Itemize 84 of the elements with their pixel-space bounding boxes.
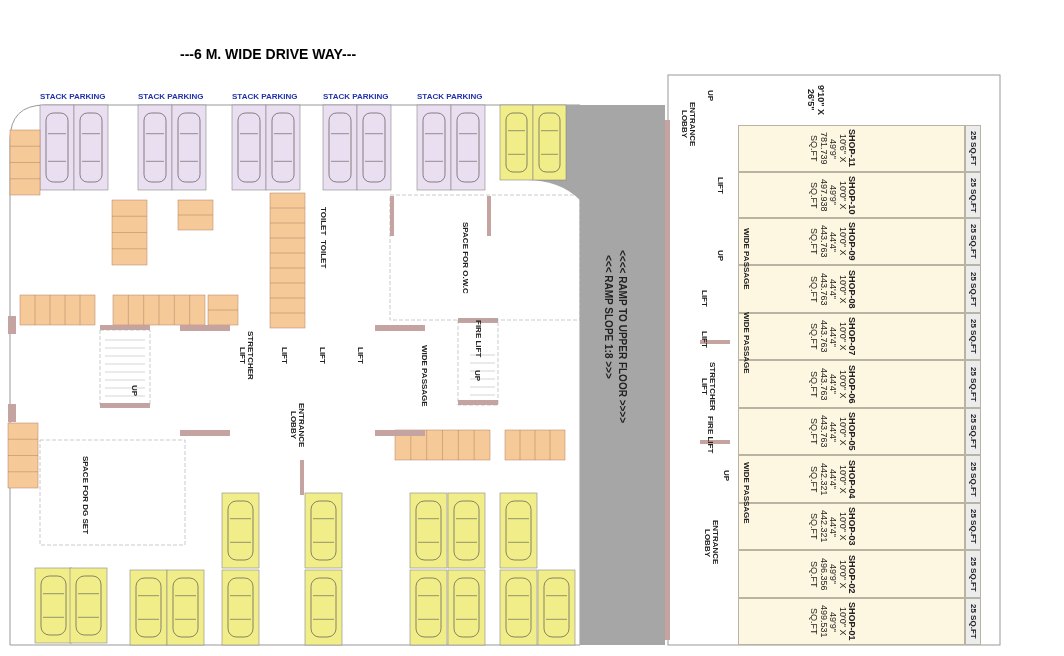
ramp-label: <<< RAMP SLOPE 1:8 >>> <box>603 255 614 379</box>
room-label: FIRE LIFT <box>705 416 715 454</box>
shop-unit <box>738 408 965 455</box>
ramp-label: <<<< RAMP TO UPPER FLOOR >>>> <box>617 250 628 424</box>
room-label: LIFT <box>279 345 289 366</box>
room-label: FIRE LIFT <box>473 320 483 358</box>
shop-frontage <box>965 172 981 218</box>
passage-label: WIDE PASSAGE <box>742 312 751 374</box>
stack-parking-label: STACK PARKING <box>232 92 298 101</box>
shop-area-text: 10'0" X 44'4" 442.321 SQ.FT <box>809 461 847 498</box>
room-label: ENTRANCE LOBBY <box>702 519 720 567</box>
shop-frontage <box>965 218 981 265</box>
room-label: 25 SQ.FT <box>968 224 978 259</box>
shop-area-text: 10'0" X 49'9" 497.938 SQ.FT <box>809 177 847 214</box>
room-label: LIFT <box>317 345 327 366</box>
room-label: 25 SQ.FT <box>968 366 978 402</box>
room-label: 25 SQ.FT <box>968 131 978 166</box>
shop-area-text: 10'0" X 44'4" 443.763 SQ.FT <box>809 366 847 403</box>
room-label: SPACE FOR O.W.C <box>460 220 470 296</box>
shop-name: SHOP-09 <box>846 221 857 263</box>
shop-name: SHOP-11 <box>846 128 857 170</box>
room-label: 25 SQ.FT <box>968 271 978 307</box>
dimension-text: 9'10" X 26'5" <box>806 84 826 117</box>
passage-label: WIDE PASSAGE <box>742 462 751 524</box>
stair-label: UP <box>706 90 715 102</box>
shop-frontage <box>965 125 981 172</box>
room-label: 25 SQ.FT <box>968 177 978 213</box>
shop-area-text: 10'0" X 44'4" 443.763 SQ.FT <box>809 271 847 308</box>
title: ---6 M. WIDE DRIVE WAY--- <box>180 46 357 62</box>
shop-name: SHOP-04 <box>846 458 857 501</box>
shop-name: SHOP-06 <box>846 363 857 406</box>
shop-frontage <box>965 313 981 360</box>
shop-unit <box>738 172 965 218</box>
room-label: LIFT <box>699 288 709 309</box>
stack-parking-label: STACK PARKING <box>323 92 389 101</box>
room-label: LIFT <box>699 329 709 350</box>
stack-parking-label: STACK PARKING <box>138 92 204 101</box>
shop-name: SHOP-08 <box>846 268 857 311</box>
shop-unit <box>738 598 965 645</box>
stair-label: UP <box>716 250 725 262</box>
room-label: TOILET <box>318 240 327 268</box>
stack-parking-label: STACK PARKING <box>417 92 483 101</box>
stair-label: UP <box>473 370 482 382</box>
shop-area-text: 10'0" X 44'4" 442.321 SQ.FT <box>809 509 847 545</box>
shop-frontage <box>965 455 981 503</box>
shop-name: SHOP-01 <box>846 601 857 643</box>
room-label: 25 SQ.FT <box>968 319 978 354</box>
room-label: TOILET <box>318 207 327 235</box>
shop-area-text: 10'0" X 44'4" 443.763 SQ.FT <box>809 414 847 450</box>
passage-label: WIDE PASSAGE <box>742 228 751 290</box>
room-label: ENTRANCE LOBBY <box>679 100 697 149</box>
shop-frontage <box>965 408 981 455</box>
shop-frontage <box>965 550 981 598</box>
shop-frontage <box>965 360 981 408</box>
room-label: LIFT <box>355 345 365 366</box>
shop-name: SHOP-02 <box>846 553 857 596</box>
shop-area-text: 10'0" X 49'9" 499.531 SQ.FT <box>809 604 847 640</box>
shop-frontage <box>965 265 981 313</box>
shop-unit <box>738 550 965 598</box>
shop-frontage <box>965 503 981 550</box>
shop-area-text: 10'0" X 44'4" 443.763 SQ.FT <box>809 224 847 260</box>
room-label: STRETCHER LIFT <box>237 329 255 382</box>
stair-label: UP <box>722 470 731 482</box>
shop-unit <box>738 125 965 172</box>
room-label: 25 SQ.FT <box>968 461 978 497</box>
passage-label: WIDE PASSAGE <box>420 345 429 407</box>
shop-area-text: 10'6" X 49'9" 781.739 SQ.FT <box>809 131 847 167</box>
shop-area-text: 10'0" X 49'9" 496.356 SQ.FT <box>809 556 847 593</box>
shop-area-text: 10'0" X 44'4" 443.763 SQ.FT <box>809 319 847 355</box>
shop-name: SHOP-10 <box>846 174 857 217</box>
stair-label: UP <box>130 385 139 397</box>
room-label: 25 SQ.FT <box>968 509 978 544</box>
room-label: STRETCHER LIFT <box>699 362 717 410</box>
room-label: 25 SQ.FT <box>968 414 978 449</box>
room-label: 25 SQ.FT <box>968 604 978 639</box>
stack-parking-label: STACK PARKING <box>40 92 106 101</box>
room-label: 25 SQ.FT <box>968 556 978 592</box>
shop-name: SHOP-07 <box>846 316 857 358</box>
shop-name: SHOP-05 <box>846 411 857 453</box>
shop-name: SHOP-03 <box>846 506 857 548</box>
room-label: LIFT <box>715 175 725 196</box>
room-label: SPACE FOR DG SET <box>80 454 90 537</box>
room-label: ENTRANCE LOBBY <box>288 401 306 450</box>
shop-frontage <box>965 598 981 645</box>
